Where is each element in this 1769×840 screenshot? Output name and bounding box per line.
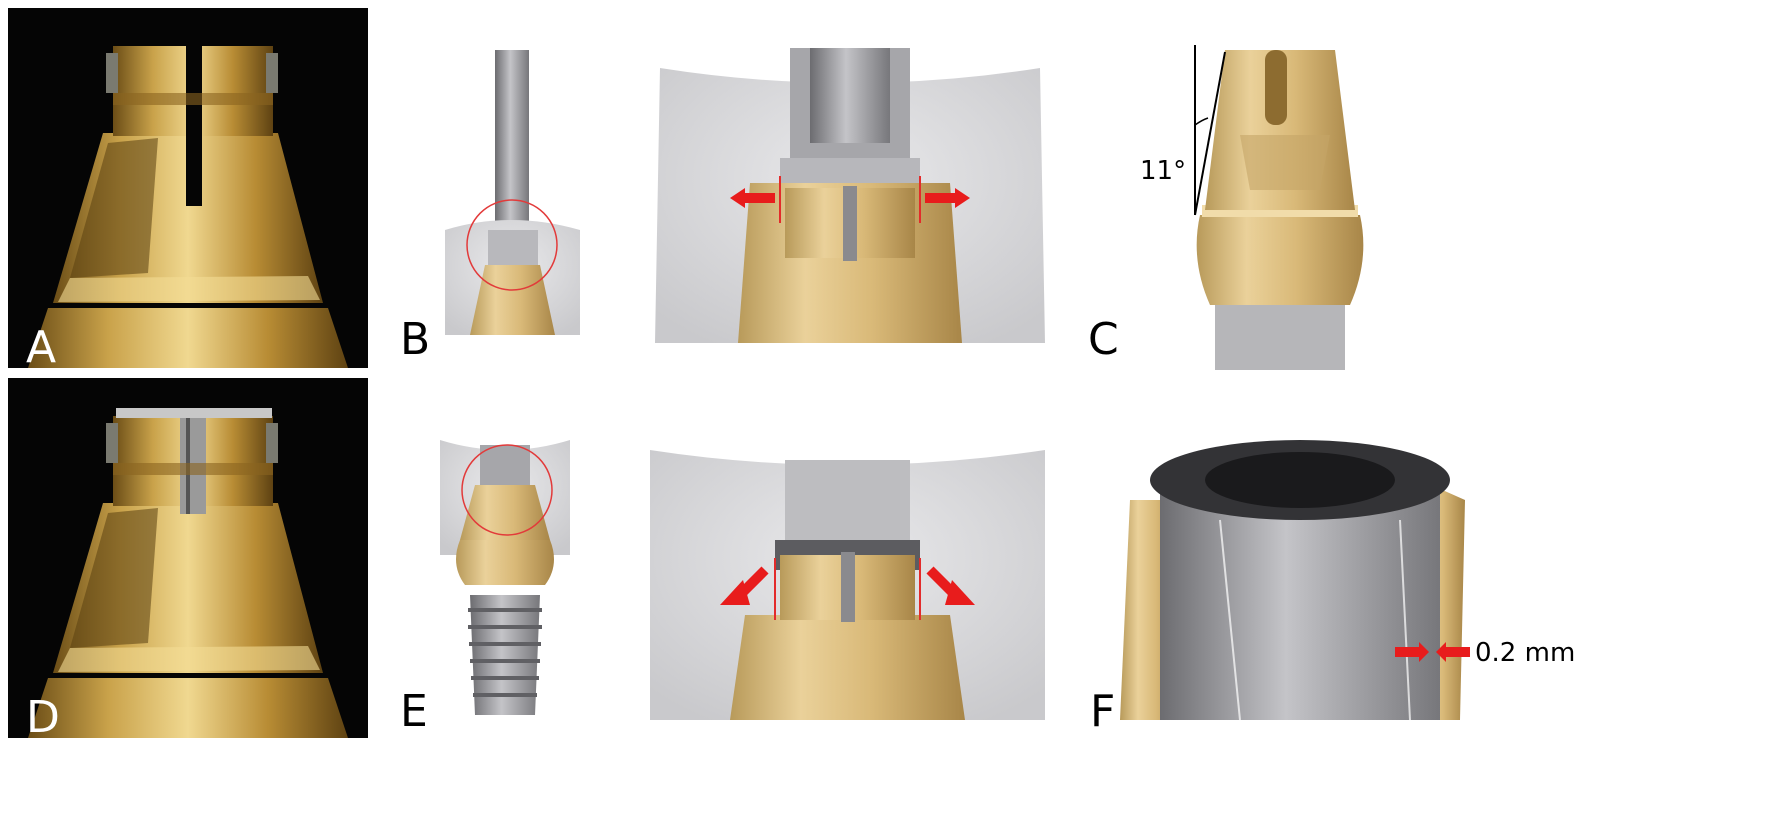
screwdriver-overview-illustration xyxy=(445,50,580,335)
panel-e-overview xyxy=(435,435,575,720)
panel-f-illustration xyxy=(1120,440,1470,720)
panel-d-photo: D xyxy=(8,378,368,738)
implant-overview-illustration xyxy=(440,440,570,715)
gap-arrows xyxy=(1395,642,1470,662)
gap-annotation: 0.2 mm xyxy=(1475,638,1576,668)
screw-insertion-cross-section xyxy=(655,48,1045,343)
panel-a-label: A xyxy=(26,322,57,369)
screw-seated-cross-section xyxy=(650,450,1045,720)
panel-b-label: B xyxy=(400,314,431,365)
panel-e-zoom xyxy=(645,440,1050,720)
arrow-down-right-icon xyxy=(926,566,975,605)
gap-arrow-left-icon xyxy=(1436,642,1470,662)
panel-c-illustration xyxy=(1180,40,1370,370)
panel-e-label: E xyxy=(400,686,428,737)
angle-annotation: 11° xyxy=(1140,156,1187,186)
panel-a-photo: A xyxy=(8,8,368,368)
arrow-left-icon xyxy=(745,193,775,203)
abutment-photo-d xyxy=(8,378,368,738)
panel-f-label: F xyxy=(1090,686,1116,737)
panel-d-label: D xyxy=(26,692,60,739)
abutment-taper-illustration xyxy=(1194,45,1364,370)
arrow-down-left-icon xyxy=(720,566,769,605)
panel-c-label: C xyxy=(1088,314,1119,365)
arrow-right-icon xyxy=(925,193,955,203)
panel-b-overview xyxy=(440,50,590,340)
gap-arrow-right-icon xyxy=(1395,642,1429,662)
abutment-photo-a xyxy=(8,8,368,368)
screw-gap-illustration xyxy=(1120,440,1470,720)
panel-b-zoom xyxy=(650,48,1050,343)
